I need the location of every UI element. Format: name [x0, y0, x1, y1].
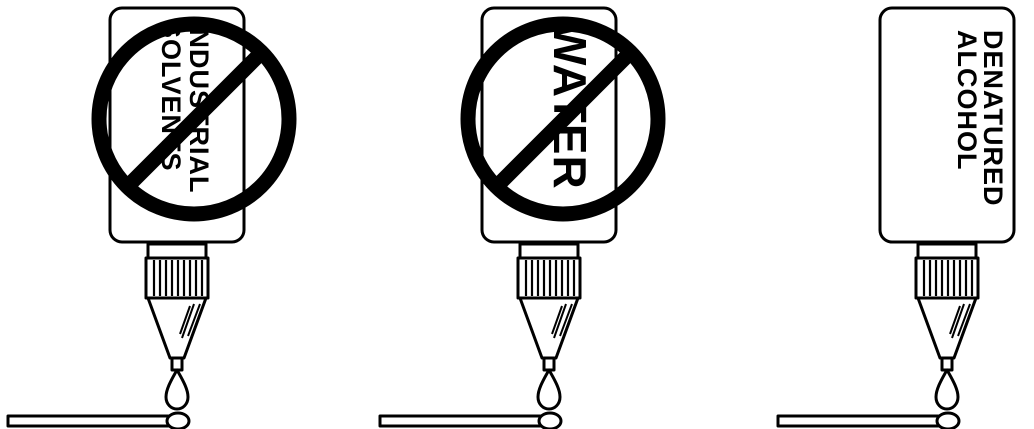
panel-denatured-alcohol: DENATURED ALCOHOL — [778, 8, 1014, 429]
label-line-2: ALCOHOL — [952, 30, 982, 170]
panel-industrial-solvents: INDUSTRIAL SOLVENTS — [8, 8, 289, 429]
panel-water: WATER — [380, 8, 658, 429]
